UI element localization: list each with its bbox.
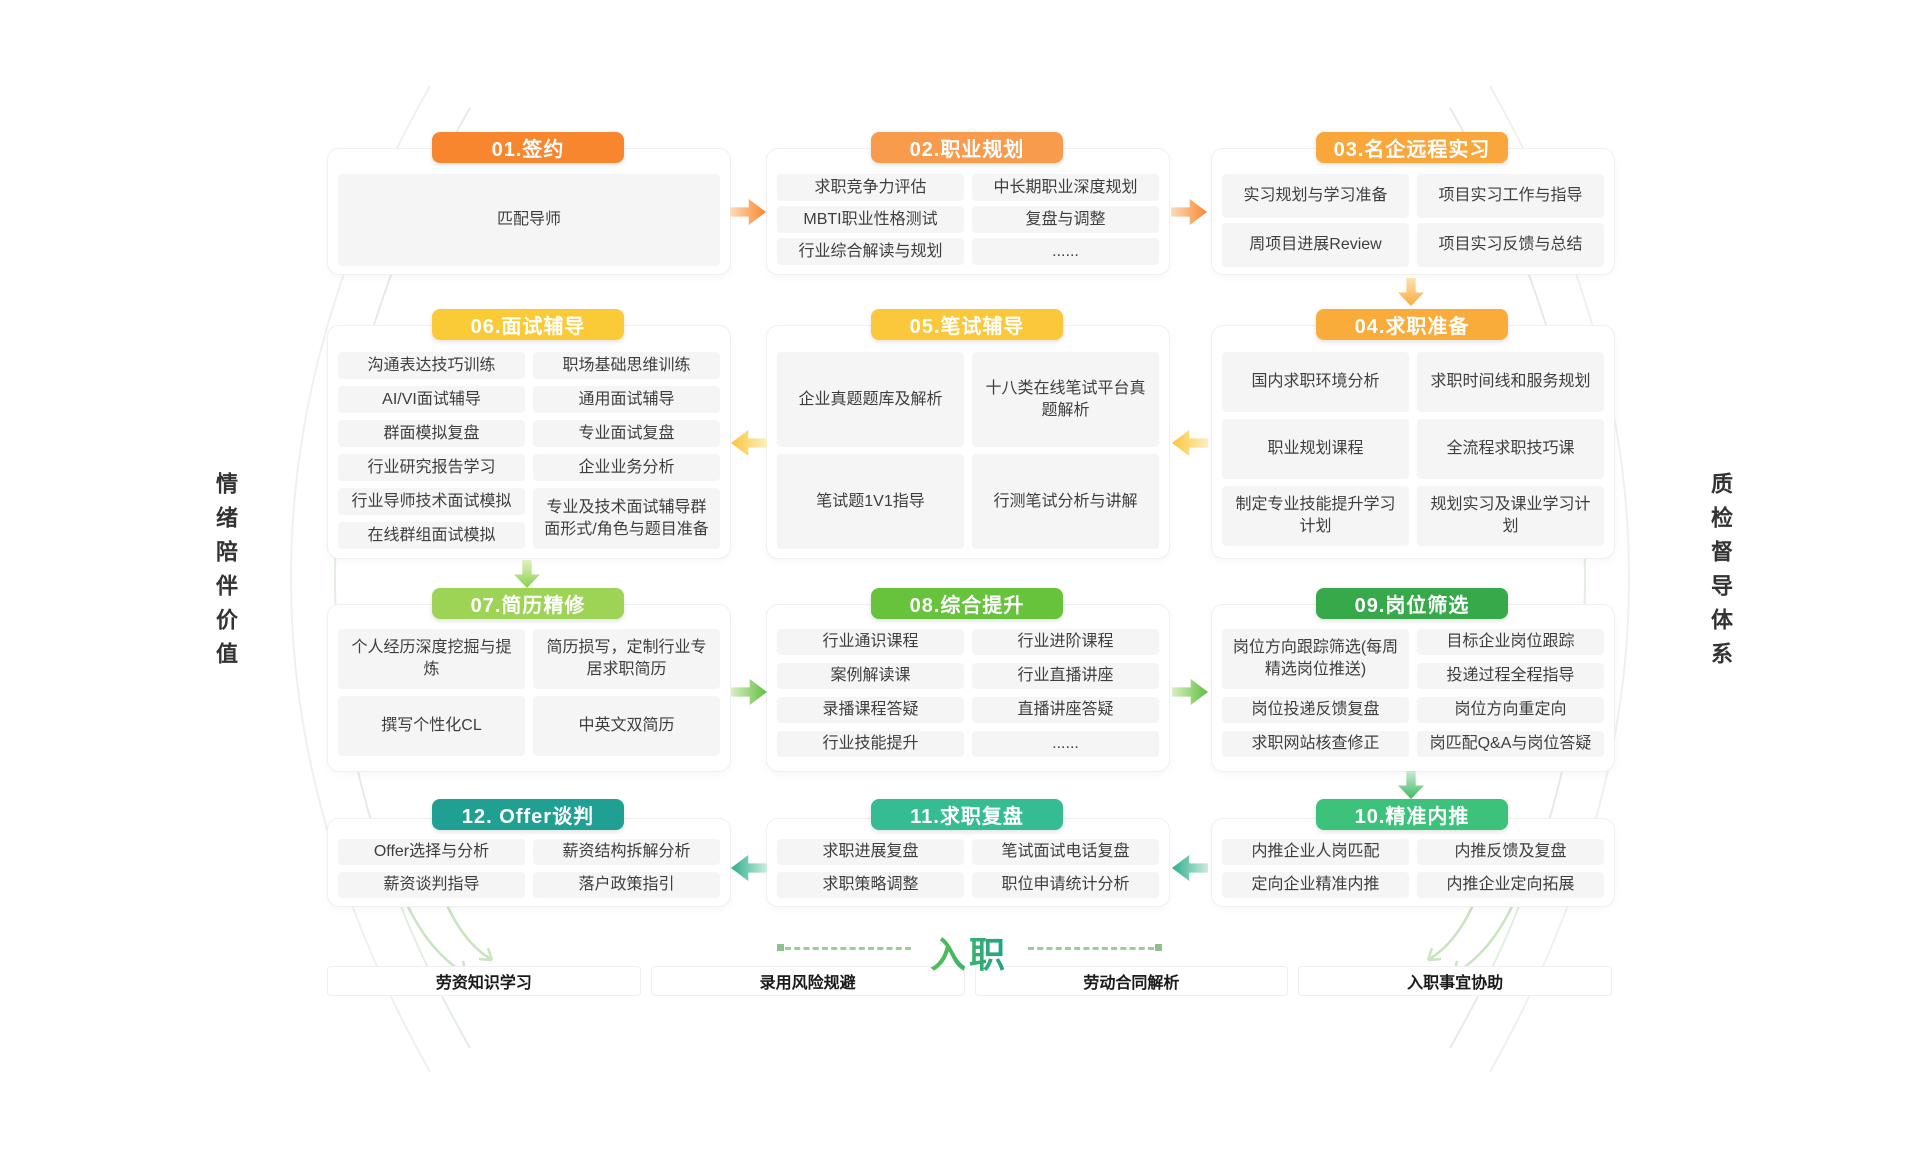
stage-item: 撰写个性化CL	[338, 696, 525, 756]
stage-item: 制定专业技能提升学习计划	[1222, 486, 1409, 546]
stage-item: 行业进阶课程	[972, 629, 1159, 655]
stage-item: 企业业务分析	[533, 454, 720, 481]
stage-item: 通用面试辅导	[533, 386, 720, 413]
stage-item: 内推反馈及复盘	[1417, 839, 1604, 865]
stage-item: 岗位投递反馈复盘	[1222, 697, 1409, 723]
stage-item: 求职策略调整	[777, 872, 964, 898]
stage-item: 行业导师技术面试模拟	[338, 488, 525, 515]
stage-item: AI/VI面试辅导	[338, 386, 525, 413]
stage-title-08: 08.综合提升	[871, 588, 1063, 619]
stage-item: 行业直播讲座	[972, 663, 1159, 689]
stage-item: 行测笔试分析与讲解	[972, 454, 1159, 549]
stage-title-11: 11.求职复盘	[871, 799, 1063, 830]
stage-item: MBTI职业性格测试	[777, 206, 964, 233]
onboarding-item: 入职事宜协助	[1298, 966, 1612, 996]
stage-card-08: 行业通识课程 案例解读课 录播课程答疑 行业技能提升 行业进阶课程 行业直播讲座…	[766, 604, 1170, 772]
stage-item: 专业及技术面试辅导群面形式/角色与题目准备	[533, 488, 720, 549]
stage-item: 求职竞争力评估	[777, 174, 964, 201]
stage-item: 内推企业定向拓展	[1417, 872, 1604, 898]
stage-card-11: 求职进展复盘 求职策略调整 笔试面试电话复盘 职位申请统计分析	[766, 818, 1170, 907]
stage-title-12: 12. Offer谈判	[432, 799, 624, 830]
stage-item: 求职进展复盘	[777, 839, 964, 865]
right-rail-label: 质检督导体系	[1708, 472, 1733, 676]
stage-item: 求职网站核查修正	[1222, 731, 1409, 757]
onboarding-item: 录用风险规避	[650, 966, 965, 996]
stage-item: 直播讲座答疑	[972, 697, 1159, 723]
stage-item: 匹配导师	[338, 174, 720, 266]
stage-card-10: 内推企业人岗匹配 定向企业精准内推 内推反馈及复盘 内推企业定向拓展	[1211, 818, 1615, 907]
left-rail-label: 情绪陪伴价值	[213, 472, 238, 676]
stage-item: 笔试题1V1指导	[777, 454, 964, 549]
stage-item: 定向企业精准内推	[1222, 872, 1409, 898]
stage-card-05: 企业真题题库及解析 笔试题1V1指导 十八类在线笔试平台真题解析 行测笔试分析与…	[766, 325, 1170, 559]
stage-item: 投递过程全程指导	[1417, 663, 1604, 689]
stage-title-10: 10.精准内推	[1316, 799, 1508, 830]
stage-item: 个人经历深度挖掘与提炼	[338, 629, 525, 689]
stage-card-09: 岗位方向跟踪筛选(每周精选岗位推送) 岗位投递反馈复盘 求职网站核查修正 目标企…	[1211, 604, 1615, 772]
onboarding-item: 劳资知识学习	[327, 966, 641, 996]
stage-title-04: 04.求职准备	[1316, 309, 1508, 340]
stage-item: 职位申请统计分析	[972, 872, 1159, 898]
stage-item: 在线群组面试模拟	[338, 522, 525, 549]
stage-card-02: 求职竞争力评估 MBTI职业性格测试 行业综合解读与规划 中长期职业深度规划 复…	[766, 148, 1170, 275]
stage-item: 职场基础思维训练	[533, 352, 720, 379]
join-label: 入职	[930, 926, 1008, 978]
stage-title-07: 07.简历精修	[432, 588, 624, 619]
stage-item: 求职时间线和服务规划	[1417, 352, 1604, 412]
stage-item: 中长期职业深度规划	[972, 174, 1159, 201]
stage-title-03: 03.名企远程实习	[1316, 132, 1508, 163]
stage-item: 行业综合解读与规划	[777, 238, 964, 265]
stage-item: 薪资结构拆解分析	[533, 839, 720, 865]
stage-item: 行业技能提升	[777, 731, 964, 757]
join-dash-cap	[1155, 944, 1162, 951]
stage-item: 十八类在线笔试平台真题解析	[972, 352, 1159, 447]
stage-item: 中英文双简历	[533, 696, 720, 756]
stage-item: 项目实习反馈与总结	[1417, 223, 1604, 267]
stage-item: 全流程求职技巧课	[1417, 419, 1604, 479]
stage-item: 项目实习工作与指导	[1417, 174, 1604, 218]
stage-item: 笔试面试电话复盘	[972, 839, 1159, 865]
stage-item: 企业真题题库及解析	[777, 352, 964, 447]
stage-item: 落户政策指引	[533, 872, 720, 898]
stage-card-07: 个人经历深度挖掘与提炼 撰写个性化CL 简历损写，定制行业专居求职简历 中英文双…	[327, 604, 731, 772]
stage-item: 岗匹配Q&A与岗位答疑	[1417, 731, 1604, 757]
stage-item: 沟通表达技巧训练	[338, 352, 525, 379]
stage-item: ......	[972, 731, 1159, 757]
join-dash-right	[1028, 947, 1154, 950]
stage-title-05: 05.笔试辅导	[871, 309, 1063, 340]
join-dash-cap	[777, 944, 784, 951]
stage-item: 专业面试复盘	[533, 420, 720, 447]
stage-item: 行业通识课程	[777, 629, 964, 655]
stage-item: Offer选择与分析	[338, 839, 525, 865]
stage-item: 案例解读课	[777, 663, 964, 689]
stage-title-06: 06.面试辅导	[432, 309, 624, 340]
stage-item: 行业研究报告学习	[338, 454, 525, 481]
stage-title-02: 02.职业规划	[871, 132, 1063, 163]
stage-card-06: 沟通表达技巧训练 AI/VI面试辅导 群面模拟复盘 行业研究报告学习 行业导师技…	[327, 325, 731, 559]
onboarding-row: 劳资知识学习 录用风险规避 劳动合同解析 入职事宜协助	[327, 966, 1612, 996]
stage-item: 实习规划与学习准备	[1222, 174, 1409, 218]
stage-card-12: Offer选择与分析 薪资谈判指导 薪资结构拆解分析 落户政策指引	[327, 818, 731, 907]
stage-item: ......	[972, 238, 1159, 265]
stage-title-01: 01.签约	[432, 132, 624, 163]
stage-item: 岗位方向跟踪筛选(每周精选岗位推送)	[1222, 629, 1409, 689]
stage-item: 目标企业岗位跟踪	[1417, 629, 1604, 655]
stage-item: 周项目进展Review	[1222, 223, 1409, 267]
stage-card-03: 实习规划与学习准备 周项目进展Review 项目实习工作与指导 项目实习反馈与总…	[1211, 148, 1615, 275]
stage-item: 复盘与调整	[972, 206, 1159, 233]
stage-item: 国内求职环境分析	[1222, 352, 1409, 412]
stage-card-04: 国内求职环境分析 职业规划课程 制定专业技能提升学习计划 求职时间线和服务规划 …	[1211, 325, 1615, 559]
stage-item: 群面模拟复盘	[338, 420, 525, 447]
stage-item: 岗位方向重定向	[1417, 697, 1604, 723]
join-dash-left	[785, 947, 911, 950]
stage-item: 内推企业人岗匹配	[1222, 839, 1409, 865]
stage-card-01: 匹配导师	[327, 148, 731, 275]
stage-item: 规划实习及课业学习计划	[1417, 486, 1604, 546]
stage-item: 录播课程答疑	[777, 697, 964, 723]
stage-item: 简历损写，定制行业专居求职简历	[533, 629, 720, 689]
onboarding-item: 劳动合同解析	[974, 966, 1289, 996]
stage-item: 薪资谈判指导	[338, 872, 525, 898]
stage-title-09: 09.岗位筛选	[1316, 588, 1508, 619]
stage-item: 职业规划课程	[1222, 419, 1409, 479]
